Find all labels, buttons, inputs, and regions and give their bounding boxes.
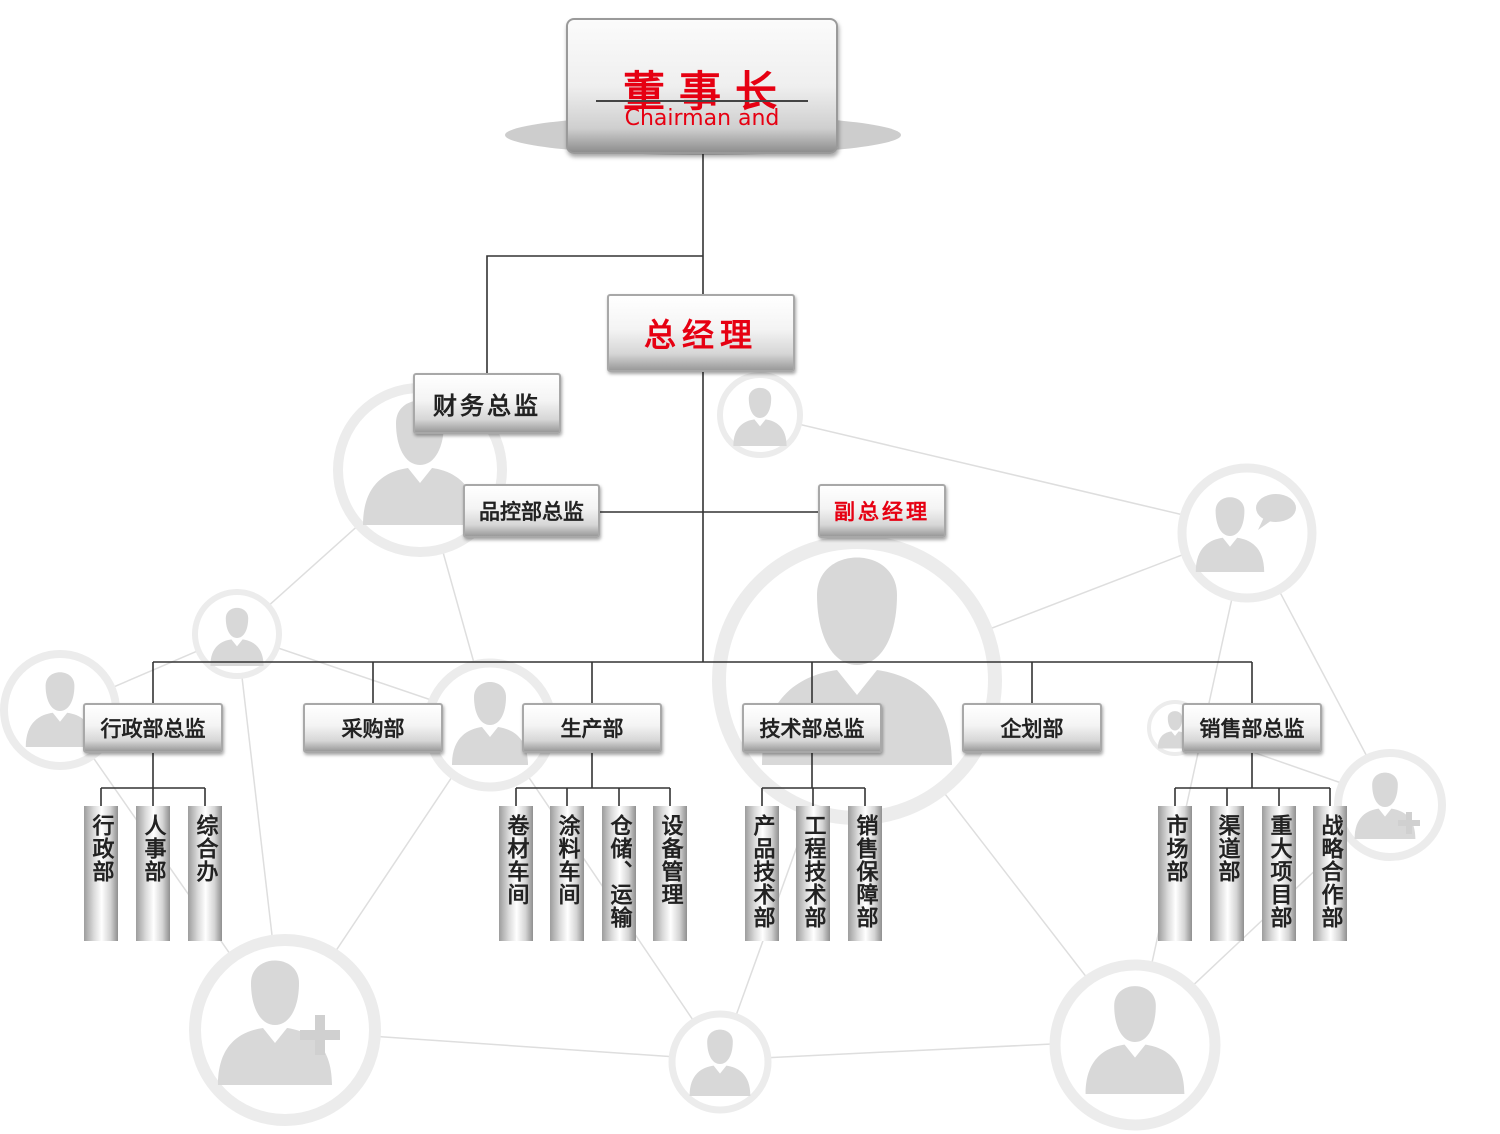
general-manager-label: 总经理 (643, 316, 758, 354)
subdept-label: 工程技术部 (800, 814, 826, 929)
subdept-label: 仓储、运输 (606, 814, 632, 929)
dept-tech-label: 技术部总监 (759, 717, 865, 741)
subdept-box[interactable]: 人事部 (136, 806, 170, 941)
person-add-icon (189, 934, 381, 1126)
chairman-title: 董事长 (622, 67, 791, 116)
person-icon (668, 1010, 772, 1114)
subdept-label: 市场部 (1162, 814, 1188, 883)
subdept-box[interactable]: 行政部 (84, 806, 118, 941)
subdept-box[interactable]: 设备管理 (653, 806, 687, 941)
qc-director-label: 品控部总监 (479, 500, 584, 524)
subdept-box[interactable]: 市场部 (1158, 806, 1192, 941)
subdept-label: 行政部 (88, 814, 114, 883)
person-icon (192, 589, 282, 679)
subdept-box[interactable]: 重大项目部 (1262, 806, 1296, 941)
person-add-icon (1334, 749, 1446, 861)
subdept-box[interactable]: 销售保障部 (848, 806, 882, 941)
subdept-label: 战略合作部 (1317, 814, 1343, 929)
dept-admin-label: 行政部总监 (100, 717, 206, 741)
person-speech-icon (1177, 463, 1317, 603)
chairman-subtitle: Chairman and (624, 106, 780, 131)
subdept-label: 销售保障部 (852, 814, 878, 929)
dept-tech-box[interactable]: 技术部总监 (742, 703, 882, 753)
person-icon (1049, 959, 1221, 1131)
deputy-gm-label: 副总经理 (834, 500, 930, 524)
chairman-divider (596, 100, 808, 102)
subdept-box[interactable]: 卷材车间 (499, 806, 533, 941)
dept-production-box[interactable]: 生产部 (522, 703, 662, 753)
dept-purchasing-box[interactable]: 采购部 (303, 703, 443, 753)
dept-planning-label: 企划部 (1000, 717, 1064, 741)
dept-sales-box[interactable]: 销售部总监 (1182, 703, 1322, 753)
dept-admin-box[interactable]: 行政部总监 (83, 703, 223, 753)
subdept-box[interactable]: 渠道部 (1210, 806, 1244, 941)
subdept-label: 综合办 (192, 814, 218, 883)
chairman-box[interactable]: 董事长 Chairman and (566, 18, 838, 154)
general-manager-box[interactable]: 总经理 (607, 294, 795, 372)
dept-sales-label: 销售部总监 (1199, 717, 1305, 741)
subdept-label: 卷材车间 (503, 814, 529, 906)
subdept-box[interactable]: 战略合作部 (1313, 806, 1347, 941)
person-icon (712, 535, 1002, 825)
finance-director-label: 财务总监 (433, 392, 541, 420)
subdept-box[interactable]: 产品技术部 (745, 806, 779, 941)
subdept-box[interactable]: 工程技术部 (796, 806, 830, 941)
subdept-box[interactable]: 涂料车间 (550, 806, 584, 941)
qc-director-box[interactable]: 品控部总监 (463, 484, 600, 538)
subdept-label: 设备管理 (657, 814, 683, 906)
subdept-label: 渠道部 (1214, 814, 1240, 883)
dept-production-label: 生产部 (560, 717, 624, 741)
subdept-box[interactable]: 仓储、运输 (602, 806, 636, 941)
org-connectors (100, 154, 1331, 806)
subdept-label: 产品技术部 (749, 814, 775, 929)
person-icon (717, 372, 803, 458)
finance-director-box[interactable]: 财务总监 (413, 373, 561, 434)
subdept-label: 人事部 (140, 814, 166, 883)
subdept-box[interactable]: 综合办 (188, 806, 222, 941)
dept-planning-box[interactable]: 企划部 (962, 703, 1102, 753)
subdept-label: 重大项目部 (1266, 814, 1292, 929)
dept-purchasing-label: 采购部 (341, 717, 405, 741)
deputy-gm-box[interactable]: 副总经理 (818, 484, 946, 538)
subdept-label: 涂料车间 (554, 814, 580, 906)
